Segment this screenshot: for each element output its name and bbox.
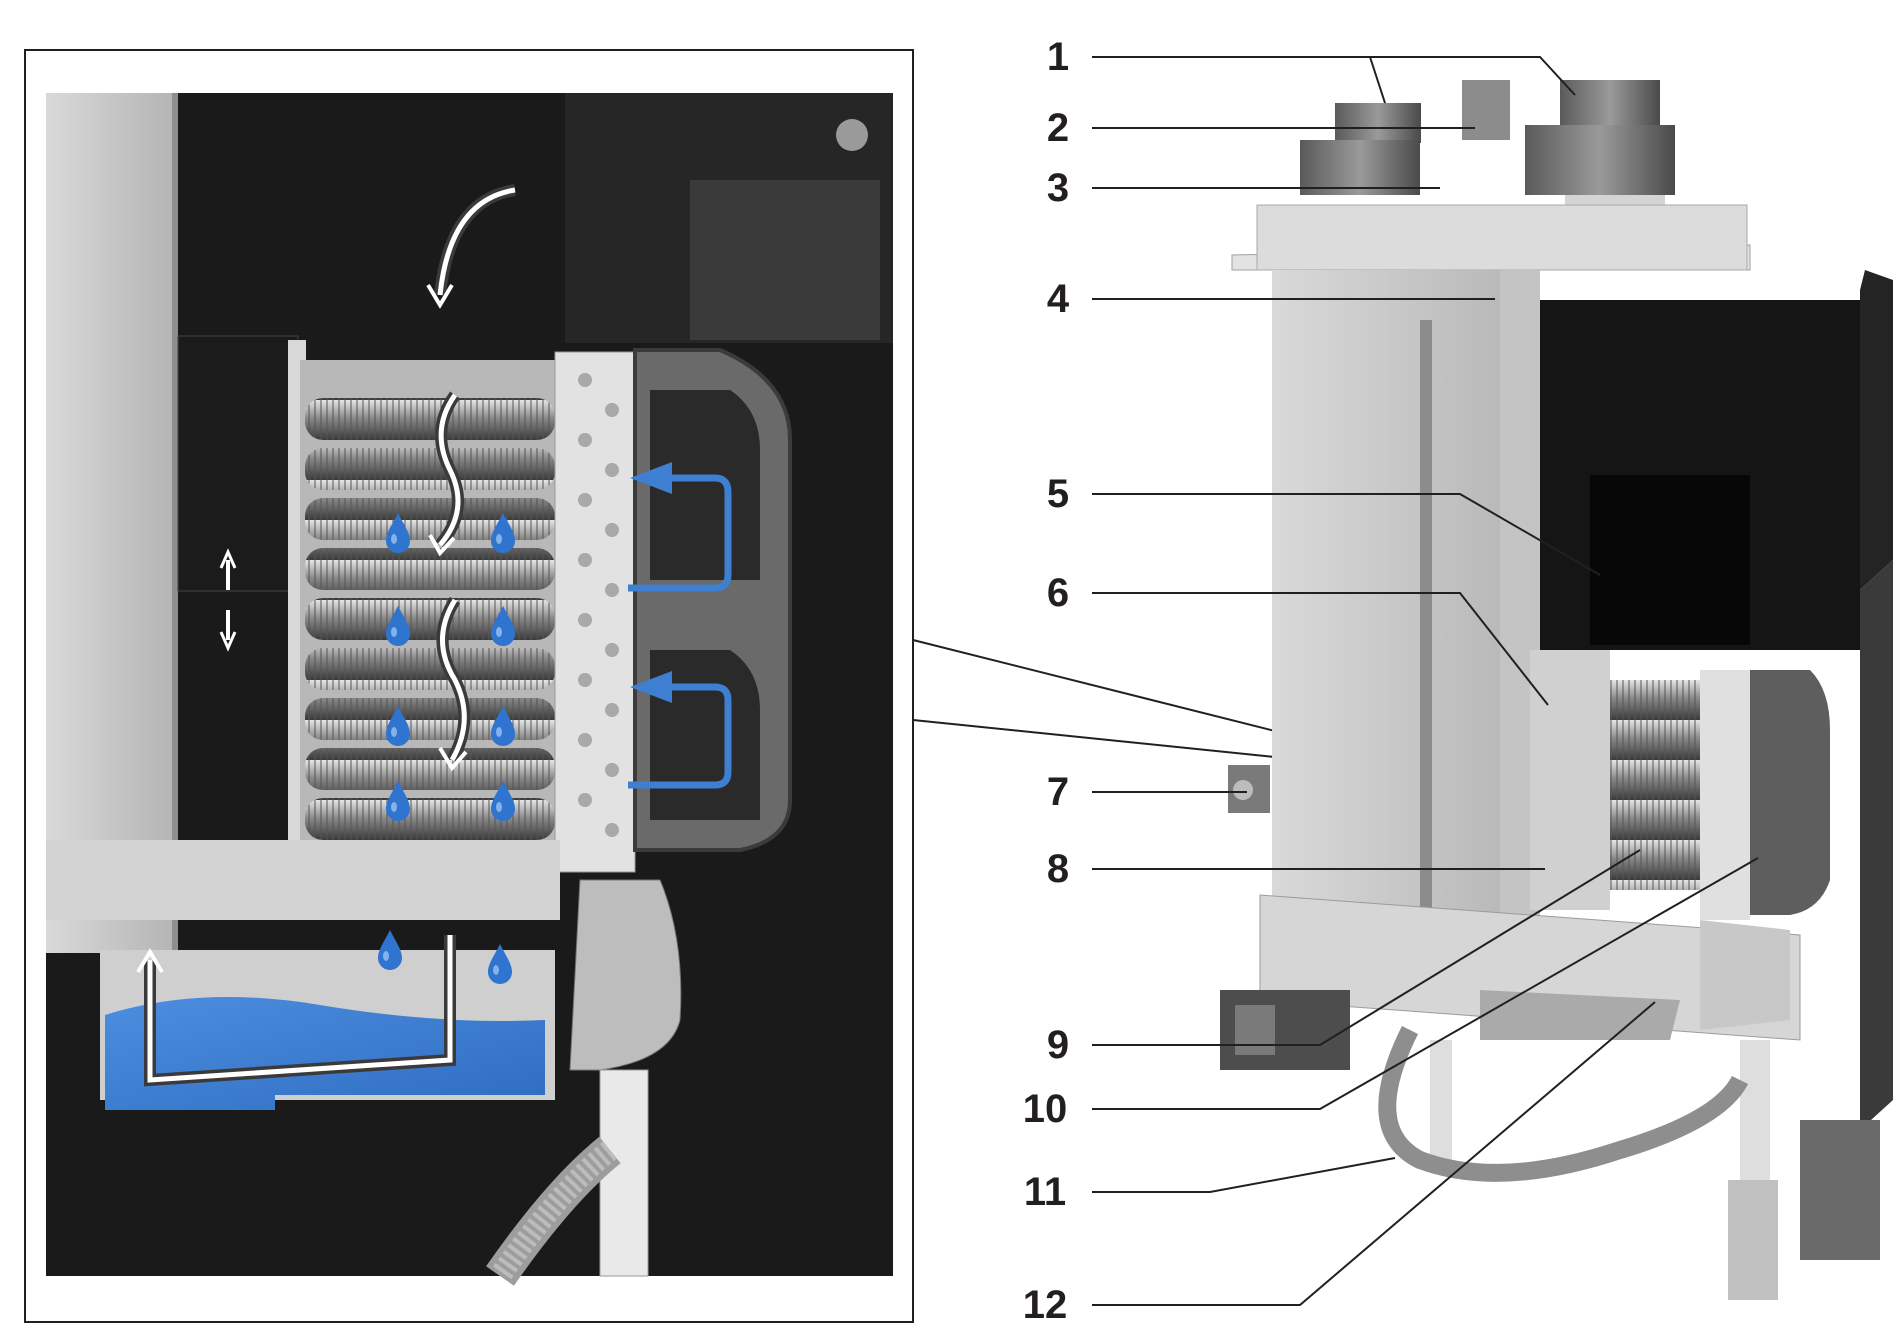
- callout-7: 7: [1047, 770, 1069, 814]
- flow-arrow-icon: [136, 184, 517, 1087]
- blue-flow-arrowheads: [630, 462, 672, 703]
- callout-11: 11: [1024, 1170, 1066, 1214]
- callout-5: 5: [1047, 472, 1069, 516]
- tube-plate: [554, 351, 636, 873]
- callout-8: 8: [1047, 847, 1069, 891]
- blue-flow-arrow-icon: [628, 474, 732, 789]
- callout-4: 4: [1047, 277, 1070, 321]
- callout-3: 3: [1047, 166, 1069, 210]
- boiler-photo: [1220, 80, 1893, 1300]
- detail-frame: [24, 49, 914, 1323]
- callout-9: 9: [1047, 1023, 1069, 1067]
- finned-tubes: [305, 398, 555, 840]
- callout-1: 1: [1047, 35, 1069, 79]
- callout-numbers: 1 2 3 4 5 6 7 8 9 10 11 12: [1023, 35, 1070, 1327]
- callout-2: 2: [1047, 106, 1069, 150]
- callout-leader-lines: [1092, 56, 1759, 1306]
- detail-photo: [46, 93, 893, 1286]
- callout-6: 6: [1047, 571, 1069, 615]
- condensate-water: [105, 997, 545, 1110]
- callout-10: 10: [1023, 1087, 1068, 1131]
- callout-12: 12: [1023, 1283, 1068, 1327]
